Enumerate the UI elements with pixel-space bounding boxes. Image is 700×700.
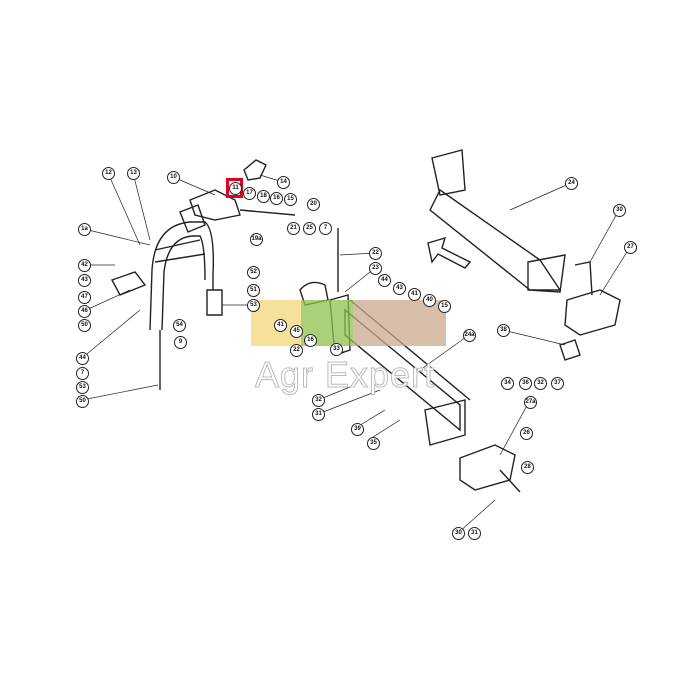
part-callout-15: 15 <box>284 193 297 206</box>
part-callout-24a: 24a <box>463 329 476 342</box>
part-callout-9: 9 <box>174 336 187 349</box>
part-callout-35: 35 <box>367 437 380 450</box>
part-callout-16: 16 <box>304 334 317 347</box>
part-callout-13: 13 <box>127 167 140 180</box>
part-callout-22: 22 <box>369 247 382 260</box>
part-callout-43: 43 <box>393 282 406 295</box>
direction-arrow-icon <box>427 236 472 269</box>
part-callout-14: 14 <box>277 176 290 189</box>
part-callout-21: 21 <box>287 222 300 235</box>
part-callout-23: 23 <box>369 262 382 275</box>
part-callout-51: 51 <box>247 284 260 297</box>
beam-24-bracket <box>431 149 466 196</box>
part-callout-38: 38 <box>497 324 510 337</box>
bracket-box-27a <box>459 444 516 491</box>
part-callout-11: 11 <box>229 182 242 195</box>
beam-24 <box>429 188 562 291</box>
bracket-box-27 <box>564 289 621 336</box>
beam-24a-end <box>424 399 466 446</box>
part-callout-15: 15 <box>438 300 451 313</box>
hook-part-14 <box>243 159 267 181</box>
part-callout-46: 46 <box>78 305 91 318</box>
part-callout-28: 28 <box>521 461 534 474</box>
part-callout-25: 25 <box>303 222 316 235</box>
part-callout-40: 40 <box>423 294 436 307</box>
part-callout-45: 45 <box>290 325 303 338</box>
part-callout-31: 31 <box>468 527 481 540</box>
part-callout-47: 47 <box>78 291 91 304</box>
beam-24-end <box>527 254 566 293</box>
part-callout-41: 41 <box>274 319 287 332</box>
part-callout-43: 43 <box>78 274 91 287</box>
part-callout-54: 54 <box>173 319 186 332</box>
part-callout-44: 44 <box>76 352 89 365</box>
watermark-fence-tile <box>353 300 446 346</box>
bracket-plate <box>299 281 329 306</box>
part-callout-30: 30 <box>613 204 626 217</box>
part-callout-41: 41 <box>408 288 421 301</box>
part-callout-12: 12 <box>102 167 115 180</box>
part-callout-36: 36 <box>519 377 532 390</box>
pin-28 <box>499 469 521 493</box>
part-callout-31: 31 <box>312 408 325 421</box>
part-callout-52: 52 <box>247 266 260 279</box>
part-callout-33: 33 <box>330 343 343 356</box>
frame-crossbar <box>154 239 206 263</box>
part-callout-27: 27 <box>624 241 637 254</box>
part-callout-20: 20 <box>307 198 320 211</box>
watermark-text: Agr Expert <box>254 354 436 395</box>
front-frame-arch <box>149 221 215 331</box>
part-callout-17: 17 <box>243 187 256 200</box>
part-callout-53: 53 <box>76 381 89 394</box>
part-callout-27a: 27a <box>524 396 537 409</box>
part-callout-22: 22 <box>290 344 303 357</box>
part-callout-24: 24 <box>565 177 578 190</box>
part-callout-44: 44 <box>378 274 391 287</box>
part-callout-50: 50 <box>78 319 91 332</box>
clip-part <box>110 271 147 296</box>
part-callout-32: 32 <box>534 377 547 390</box>
part-callout-16: 16 <box>270 192 283 205</box>
part-callout-18: 18 <box>257 190 270 203</box>
part-callout-7: 7 <box>76 367 89 380</box>
leader-lines <box>81 172 631 534</box>
part-callout-42: 42 <box>78 259 91 272</box>
part-callout-19a: 19a <box>250 233 263 246</box>
part-callout-50: 50 <box>76 395 89 408</box>
top-link-bracket <box>189 189 241 221</box>
part-callout-32: 32 <box>312 394 325 407</box>
part-callout-53: 53 <box>247 299 260 312</box>
handle-30 <box>574 261 593 296</box>
part-callout-1a: 1a <box>78 223 91 236</box>
clip-38 <box>559 339 581 361</box>
part-callout-39: 39 <box>351 423 364 436</box>
part-callout-34: 34 <box>501 377 514 390</box>
part-callout-30: 30 <box>452 527 465 540</box>
part-callout-7: 7 <box>319 222 332 235</box>
part-callout-37: 37 <box>551 377 564 390</box>
part-callout-10: 10 <box>167 171 180 184</box>
part-callout-26: 26 <box>520 427 533 440</box>
lock-block <box>206 289 223 316</box>
